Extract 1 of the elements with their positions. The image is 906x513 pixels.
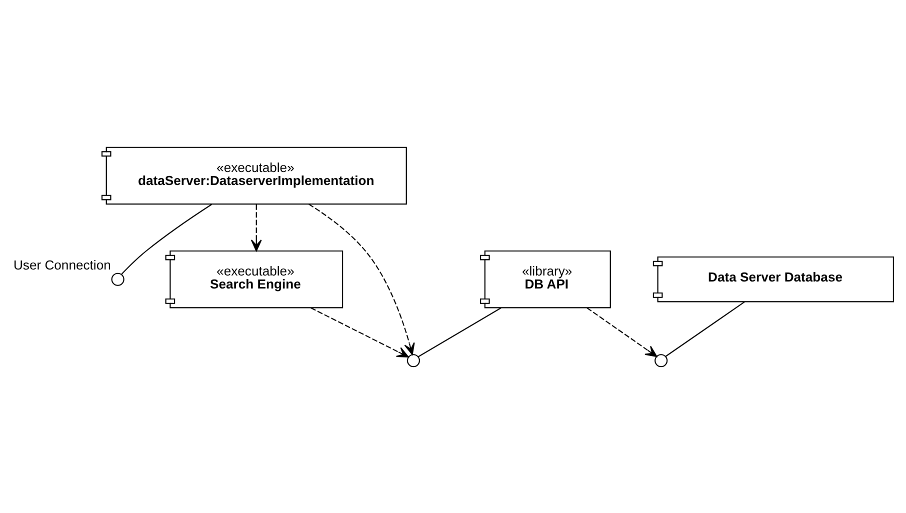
node-label: User Connection (13, 257, 111, 272)
